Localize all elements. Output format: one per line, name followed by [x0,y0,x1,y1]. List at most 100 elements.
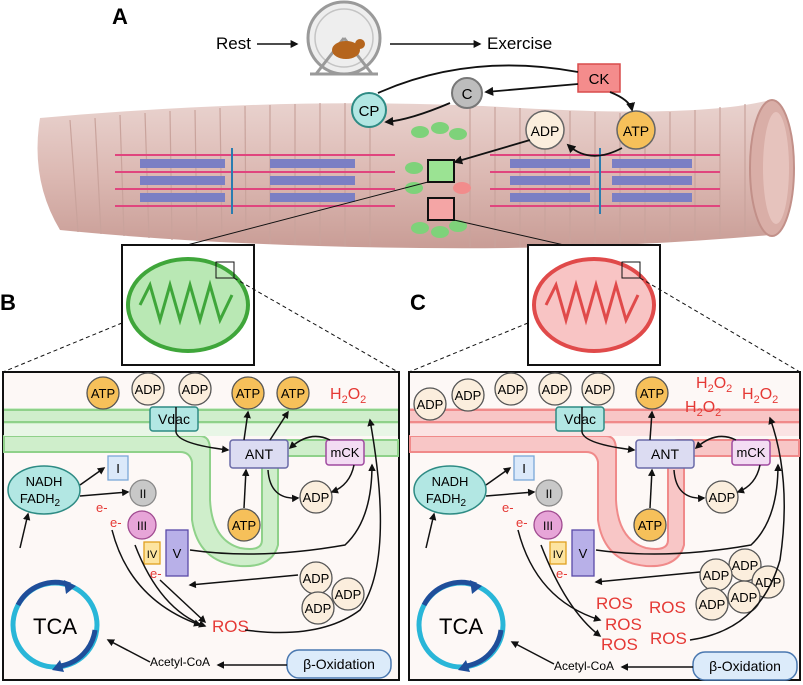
adp-c-1 [413,387,447,421]
atp-c-1 [635,376,669,410]
ros-c-5: ROS [650,629,687,648]
mitochondria-cluster [405,122,471,238]
adp-b-6-label: ADP [305,601,332,616]
atp-b-2-label: ATP [236,386,260,401]
mck-c-label: mCK [737,445,766,460]
cp-node [351,92,387,128]
adp-c-6-label: ADP [709,490,736,505]
panel-label-c: C [410,290,426,315]
complex-v-c [571,529,595,577]
cp-label: CP [359,103,380,120]
electron-c-3: e- [556,566,568,581]
exercise-label: Exercise [487,34,552,53]
tca-cycle-icon-b [10,579,100,672]
nadh-c-label: NADH [432,474,469,489]
zoom-square-c [621,261,641,279]
complex-iv-c [549,541,567,565]
ros-b: ROS [212,617,249,636]
adp-c-4-label: ADP [542,382,569,397]
zoom-dash-b-left [2,322,123,373]
nadh-b-label: NADH [26,474,63,489]
acetyl-coa-b: Acetyl-CoA [150,655,210,669]
hamster-wheel-icon [306,0,382,76]
complex-iii-b [127,510,157,540]
mitochondrion-stressed-icon [532,257,656,353]
atp-label-top: ATP [623,123,649,139]
atp-c-2 [633,508,667,542]
ant-b [229,439,289,469]
panel-label-a: A [112,4,128,29]
beta-oxidation-b-label: β-Oxidation [303,656,375,672]
adp-b-1-label: ADP [135,382,162,397]
atp-b-4 [227,508,261,542]
ant-c [635,439,695,469]
atp-b-3-label: ATP [281,386,305,401]
adp-b-1 [131,372,165,406]
ck-cycle-arrows [377,64,635,165]
tca-cycle-icon-c [416,579,506,672]
mitochondrion-healthy-icon [126,257,250,353]
ant-c-label: ANT [651,446,679,462]
adp-b-2-label: ADP [182,382,209,397]
ant-b-label: ANT [245,446,273,462]
adp-c-1-label: ADP [417,397,444,412]
atp-node-top [616,110,656,150]
atp-c-1-label: ATP [640,386,664,401]
panel-b-arrows [19,407,382,669]
vdac-c-label: Vdac [564,411,596,427]
complex-iv-c-label: IV [553,549,564,561]
electron-c-2: e- [516,515,528,530]
beta-oxidation-b [286,649,392,679]
h2o2-b: H2O2 [330,386,366,406]
zoom-dash-c-left [408,322,529,373]
complex-ii-b [129,479,157,507]
healthy-mito-box [427,159,455,183]
ros-c-2: ROS [649,598,686,617]
electron-b-1: e- [96,500,108,515]
complex-i-c [513,455,535,481]
ros-c-4: ROS [601,635,638,654]
adp-c-3-label: ADP [498,382,525,397]
acetyl-coa-c: Acetyl-CoA [554,659,614,673]
vdac-b [149,406,199,432]
inner-membrane-b [3,435,399,568]
adp-c-9-label: ADP [755,575,782,590]
complex-iii-c [533,510,563,540]
beta-oxidation-c-label: β-Oxidation [709,658,781,674]
adp-c-4 [538,372,572,406]
adp-node-top [525,110,565,150]
adp-b-2 [178,372,212,406]
panel-label-b: B [0,290,16,315]
panel-b-content: ATP ADP ADP ATP ATP H2O2 Vdac ANT mCK NA… [2,371,400,681]
adp-c-5-label: ADP [585,382,612,397]
complex-ii-b-label: II [140,487,147,501]
inner-membrane-c [409,435,800,568]
tca-c-label: TCA [439,614,483,639]
complex-v-b-label: V [173,546,182,561]
zoom-square-b [215,261,235,279]
adp-c-10 [727,580,761,614]
rest-label: Rest [216,34,251,53]
adp-b-6 [301,591,335,625]
zoom-dash-b-right [233,277,399,373]
panel-c-arrows [425,407,785,671]
complex-v-b [165,529,189,577]
atp-b-3 [276,376,310,410]
adp-b-5-label: ADP [335,587,362,602]
mck-c [731,439,771,466]
adp-label-top: ADP [531,123,560,139]
atp-b-1 [86,376,120,410]
mck-b-label: mCK [331,445,360,460]
complex-i-b-label: I [116,461,120,476]
ros-c-1: ROS [596,594,633,613]
adp-c-7-label: ADP [732,558,759,573]
panel-c-content: ADP ADP ADP ADP ADP ATP H2O2 H2O2 H2O2 V… [408,371,801,681]
adp-b-4-label: ADP [303,571,330,586]
complex-iv-b-label: IV [147,549,158,561]
adp-b-3 [299,480,333,514]
complex-ii-c [535,479,563,507]
nadh-fadh-c [413,465,487,515]
nadh-fadh-b [7,465,81,515]
sarcomere-left [115,148,395,214]
